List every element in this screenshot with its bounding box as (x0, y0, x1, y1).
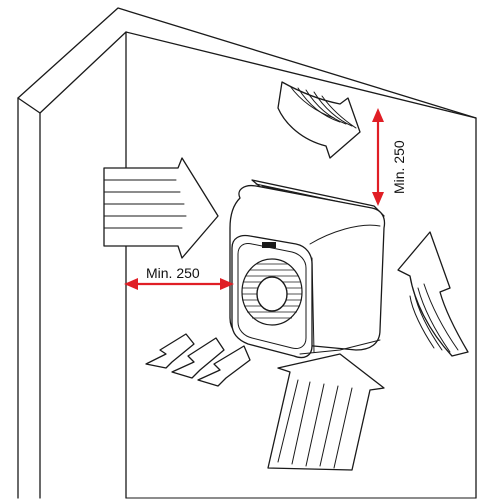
airflow-arrow-bottom (267, 353, 385, 471)
brand-mark-icon (262, 242, 276, 248)
dimension-horizontal: Min. 250 (124, 265, 234, 290)
airflow-arrow-left (103, 157, 219, 259)
dimension-vertical: Min. 250 (372, 108, 407, 206)
airflow-arrow-outflow (145, 333, 251, 387)
dimension-vertical-label: Min. 250 (391, 140, 407, 194)
wall-mounted-heater (229, 179, 386, 359)
wall (17, 7, 477, 499)
airflow-arrow-right (397, 231, 469, 357)
dimension-horizontal-label: Min. 250 (146, 265, 200, 281)
airflow-arrow-top (277, 81, 361, 159)
